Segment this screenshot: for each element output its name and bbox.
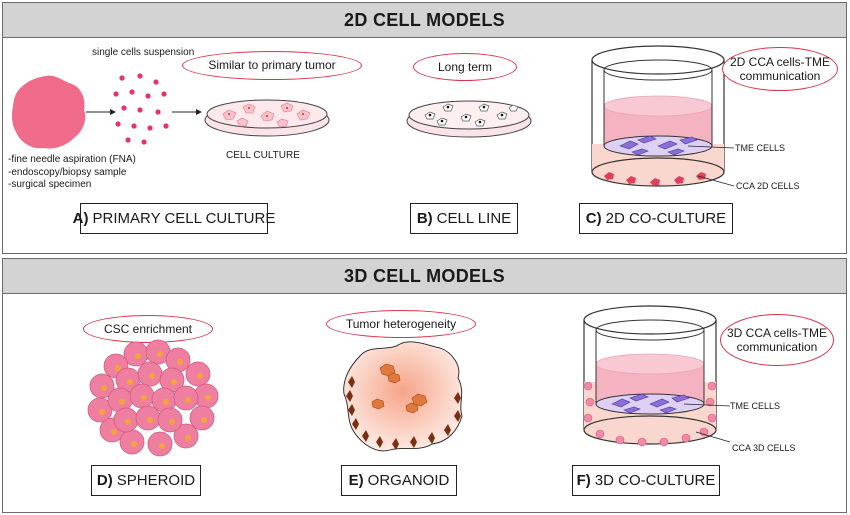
oval-similar-to-primary-tumor: Similar to primary tumor bbox=[182, 51, 362, 80]
section-title-2d: 2D CELL MODELS bbox=[3, 3, 846, 38]
single-cells-suspension-icon bbox=[113, 73, 169, 145]
petri-dish-cell-line-icon bbox=[406, 100, 532, 138]
panel-name: ORGANOID bbox=[367, 472, 450, 489]
oval-3d-communication: 3D CCA cells-TME communication bbox=[720, 314, 834, 366]
oval-long-term: Long term bbox=[413, 53, 517, 81]
panel-letter: C) bbox=[585, 210, 602, 227]
cell-culture-label: CELL CULTURE bbox=[226, 150, 300, 161]
spheroid-icon bbox=[87, 339, 219, 457]
cca-3d-cells-label: CCA 3D CELLS bbox=[732, 443, 796, 453]
panel-c-label: C) 2D CO-CULTURE bbox=[579, 203, 733, 234]
panel-e-label: E) ORGANOID bbox=[341, 465, 457, 496]
panel-name: PRIMARY CELL CULTURE bbox=[92, 210, 276, 227]
source-item: -endoscopy/biopsy sample bbox=[8, 166, 127, 178]
cca-2d-cells-label: CCA 2D CELLS bbox=[736, 181, 800, 191]
panel-a-label: A) PRIMARY CELL CULTURE bbox=[73, 203, 275, 234]
panel-name: 2D CO-CULTURE bbox=[605, 210, 727, 227]
source-item: -surgical specimen bbox=[8, 179, 92, 190]
transwell-2d-co-culture-icon bbox=[591, 45, 735, 187]
oval-tumor-heterogeneity: Tumor heterogeneity bbox=[326, 310, 476, 338]
panel-letter: D) bbox=[96, 472, 113, 489]
oval-csc-enrichment: CSC enrichment bbox=[83, 315, 213, 343]
arrow-icon bbox=[172, 109, 202, 115]
tme-cells-label-2d: TME CELLS bbox=[735, 143, 786, 153]
panel-b-label: B) CELL LINE bbox=[410, 203, 518, 234]
panel-d-label: D) SPHEROID bbox=[91, 465, 201, 496]
source-list: -fine needle aspiration (FNA) -endoscopy… bbox=[8, 154, 148, 192]
panel-letter: F) bbox=[576, 472, 591, 489]
panel-f-label: F) 3D CO-CULTURE bbox=[572, 465, 720, 496]
panel-name: SPHEROID bbox=[116, 472, 196, 489]
oval-2d-communication: 2D CCA cells-TME communication bbox=[722, 47, 838, 91]
panel-letter: E) bbox=[348, 472, 364, 489]
panel-letter: A) bbox=[72, 210, 89, 227]
petri-dish-primary-icon bbox=[204, 99, 330, 137]
tme-cells-label-3d: TME CELLS bbox=[730, 401, 781, 411]
panel-letter: B) bbox=[416, 210, 433, 227]
single-cells-label: single cells suspension bbox=[92, 47, 195, 58]
tumor-sample-icon bbox=[12, 75, 86, 149]
panel-name: CELL LINE bbox=[436, 210, 512, 227]
organoid-icon bbox=[343, 341, 463, 452]
arrow-icon bbox=[86, 109, 116, 115]
panel-name: 3D CO-CULTURE bbox=[594, 472, 716, 489]
section-title-3d: 3D CELL MODELS bbox=[3, 259, 846, 294]
transwell-3d-co-culture-icon bbox=[583, 305, 731, 447]
source-item: -fine needle aspiration (FNA) bbox=[8, 154, 136, 165]
